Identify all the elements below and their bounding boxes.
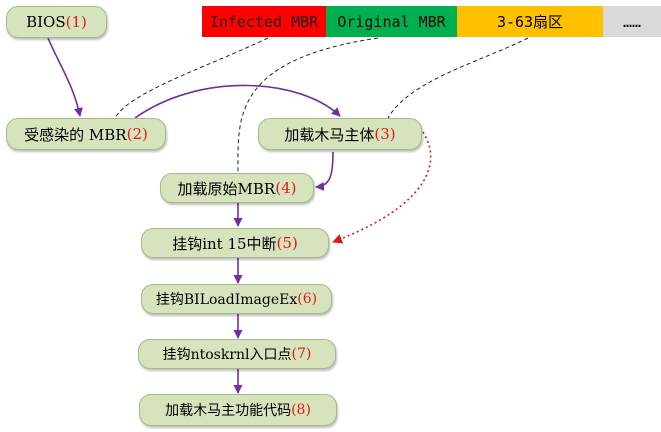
- segment-original-mbr: Original MBR: [326, 6, 457, 37]
- node-load-trojan-text: 加载木马主体: [284, 125, 375, 144]
- arrow-mbr-to-trojan: [134, 84, 341, 119]
- node-hook-int15-num: (5): [276, 234, 298, 252]
- segment-sectors-3-63-label: 3-63扇区: [496, 13, 564, 31]
- segment-sectors-3-63: 3-63扇区: [457, 6, 603, 37]
- node-infected-mbr: 受感染的 MBR (2): [6, 118, 166, 150]
- arrow-trojan-to-orig: [315, 151, 334, 191]
- node-hook-biloadimageex-text: 挂钩BILoadImageEx: [155, 292, 298, 308]
- link-sectors-3-63: [387, 37, 529, 119]
- node-bios-num: (1): [65, 13, 87, 31]
- link-infected-mbr: [114, 37, 269, 119]
- node-hook-ntoskrnl-entry: 挂钩ntoskrnl入口点 (7): [138, 339, 336, 369]
- node-hook-int15-text: 挂钩int 15中断: [172, 234, 277, 253]
- node-load-trojan-num: (3): [374, 125, 396, 143]
- node-hook-ntoskrnl-entry-num: (7): [291, 346, 312, 362]
- segment-infected-mbr-label: Infected MBR: [209, 12, 319, 31]
- node-hook-int15: 挂钩int 15中断 (5): [141, 228, 329, 258]
- node-load-trojan-main-text: 加载木马主功能代码: [165, 403, 292, 419]
- node-load-original-mbr-text: 加载原始MBR: [177, 179, 276, 198]
- node-load-original-mbr-num: (4): [275, 179, 297, 197]
- node-bios: BIOS (1): [6, 6, 107, 38]
- node-hook-ntoskrnl-entry-text: 挂钩ntoskrnl入口点: [162, 347, 292, 363]
- link-original-mbr: [237, 37, 379, 176]
- segment-ellipsis-label: ……: [622, 12, 642, 31]
- node-load-trojan: 加载木马主体 (3): [258, 118, 422, 150]
- segment-ellipsis: ……: [603, 6, 661, 37]
- node-hook-biloadimageex-num: (6): [297, 291, 318, 307]
- node-hook-biloadimageex: 挂钩BILoadImageEx (6): [141, 284, 332, 314]
- node-infected-mbr-text: 受感染的 MBR: [24, 125, 127, 144]
- node-load-trojan-main: 加载木马主功能代码 (8): [139, 394, 337, 426]
- arrow-bios-to-mbr: [47, 37, 83, 117]
- node-infected-mbr-num: (2): [126, 125, 148, 143]
- node-bios-text: BIOS: [26, 13, 66, 31]
- segment-original-mbr-label: Original MBR: [337, 12, 446, 31]
- node-load-trojan-main-num: (8): [291, 402, 311, 418]
- segment-infected-mbr: Infected MBR: [202, 6, 326, 37]
- node-load-original-mbr: 加载原始MBR (4): [160, 173, 314, 203]
